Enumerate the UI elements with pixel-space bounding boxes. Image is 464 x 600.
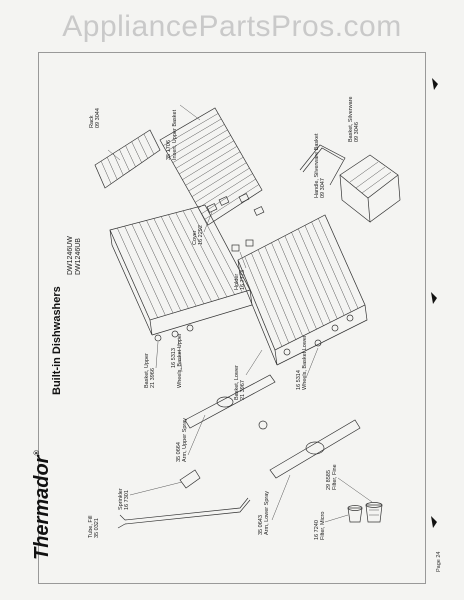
upper-spray-arm-drawing [184, 374, 276, 430]
svg-text:Rack: Rack [89, 115, 95, 128]
silverware-handle-drawing [299, 144, 346, 186]
label-upper-basket: Basket, Upper 21 3966 [144, 353, 156, 388]
brand-block: Thermador® [31, 450, 53, 560]
svg-text:35 0664: 35 0664 [176, 442, 182, 462]
svg-text:35 1706: 35 1706 [166, 140, 172, 160]
svg-text:16 7301: 16 7301 [124, 490, 130, 510]
svg-text:Wheels, Basket Lower: Wheels, Basket Lower [302, 335, 308, 390]
watermark: AppliancePartsPros.com [62, 10, 402, 43]
svg-text:Sprinkler: Sprinkler [118, 488, 124, 510]
svg-text:35 0321: 35 0321 [94, 518, 100, 538]
silverware-basket-drawing [339, 154, 401, 223]
svg-text:09 3047: 09 3047 [320, 178, 326, 198]
brand-logo: Thermador® [31, 450, 53, 560]
label-holder: Holder 16 7773 [234, 270, 246, 290]
label-micro-filter: 16 7240 Filter, Micro [314, 512, 326, 540]
svg-text:09 3044: 09 3044 [95, 108, 101, 128]
label-silverware-basket: Basket, Silverware 09 3046 [348, 96, 360, 142]
svg-text:Tube, Fill: Tube, Fill [88, 516, 94, 538]
label-lower-basket: Basket, Lower 21 3967 [234, 365, 246, 400]
leader-lines [107, 104, 373, 523]
wheels-upper-basket [154, 324, 194, 342]
svg-text:Wheels, Basket Upper: Wheels, Basket Upper [177, 333, 183, 388]
label-fill-tube: Tube, Fill 35 0321 [88, 516, 100, 538]
label-upper-spray-arm: 35 0664 Arm, Upper Spray [176, 418, 188, 462]
svg-text:21 3967: 21 3967 [240, 380, 246, 400]
svg-text:09 3046: 09 3046 [354, 122, 360, 142]
svg-text:16 7240: 16 7240 [314, 520, 320, 540]
upper-basket-insert-drawing [159, 107, 263, 226]
cover-parts [206, 193, 265, 216]
svg-text:Arm, Upper Spray: Arm, Upper Spray [182, 418, 188, 462]
fine-filter-drawing [365, 502, 383, 523]
svg-text:Filter, Fine: Filter, Fine [332, 464, 338, 490]
holder-parts [231, 239, 254, 252]
label-insert-upper-basket: 35 1706 Insert, Upper Basket [166, 109, 178, 160]
svg-text:16 7773: 16 7773 [240, 270, 246, 290]
label-rack: Rack 09 3044 [89, 108, 101, 128]
label-lower-spray-arm: 35 0643 Arm, Lower Spray [258, 491, 270, 535]
svg-text:Filter, Micro: Filter, Micro [320, 512, 326, 540]
svg-text:16 2292: 16 2292 [198, 225, 204, 245]
page-title: Built-in Dishwashers [51, 286, 63, 395]
svg-text:Arm, Lower Spray: Arm, Lower Spray [264, 491, 270, 535]
model-block: DW1246UW DW1246UB [67, 236, 82, 275]
lower-basket-drawing [237, 214, 368, 366]
diagram-frame [38, 52, 426, 584]
svg-text:Basket, Upper: Basket, Upper [144, 353, 150, 388]
wheels-lower-basket [283, 314, 354, 356]
svg-text:Cover: Cover [192, 230, 198, 245]
label-wheels-upper-basket: 16 5313 Wheels, Basket Upper [171, 333, 183, 388]
svg-text:Basket, Silverware: Basket, Silverware [348, 96, 354, 142]
label-silverware-handle: Handle, Silverware Basket 09 3047 [314, 133, 326, 198]
svg-text:29 8585: 29 8585 [326, 470, 332, 490]
micro-filter-drawing [347, 505, 363, 523]
lower-spray-arm-drawing [269, 419, 361, 479]
rack-drawing [94, 129, 161, 189]
label-wheels-lower-basket: 16 5314 Wheels, Basket Lower [296, 335, 308, 390]
upper-basket-drawing [109, 204, 253, 336]
title-block: Built-in Dishwashers [51, 286, 63, 395]
svg-text:Basket, Lower: Basket, Lower [234, 365, 240, 400]
svg-text:Insert, Upper Basket: Insert, Upper Basket [172, 109, 178, 160]
page-number: Page 24 [436, 552, 442, 573]
binder-marks [431, 78, 438, 528]
svg-text:16 5313: 16 5313 [171, 348, 177, 368]
label-fine-filter: 29 8585 Filter, Fine [326, 464, 338, 490]
model-number-1: DW1246UW [67, 236, 74, 275]
fill-tube-drawing [117, 469, 251, 529]
svg-text:Handle, Silverware Basket: Handle, Silverware Basket [314, 133, 320, 198]
model-number-2: DW1246UB [75, 238, 82, 275]
svg-text:16 5314: 16 5314 [296, 370, 302, 390]
label-sprinkler: Sprinkler 16 7301 [118, 488, 130, 510]
svg-text:21 3966: 21 3966 [150, 368, 156, 388]
svg-text:Holder: Holder [234, 274, 240, 290]
svg-text:35 0643: 35 0643 [258, 515, 264, 535]
label-cover: Cover 16 2292 [192, 225, 204, 245]
